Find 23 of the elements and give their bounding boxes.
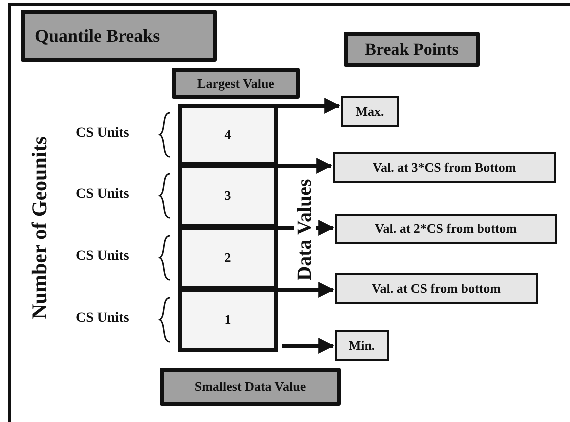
break-point-box: Val. at 3*CS from Bottom [333, 152, 556, 183]
heading-box: Break Points [344, 32, 480, 67]
quantile-box: 1 [178, 288, 278, 352]
quantile-box: 3 [178, 164, 278, 228]
break-point-box: Val. at 2*CS from bottom [335, 214, 557, 244]
break-point-box: Max. [341, 96, 399, 127]
arrow [278, 158, 333, 174]
brace-label: CS Units [76, 311, 130, 327]
axis-label: Number of Geounits [28, 136, 52, 320]
brace-label: CS Units [76, 126, 130, 142]
break-point-box: Val. at CS from bottom [335, 273, 538, 304]
axis-label: Data Values [294, 179, 316, 281]
brace-label: CS Units [76, 249, 130, 265]
title-box: Quantile Breaks [21, 10, 217, 62]
arrow [282, 338, 335, 354]
break-point-box: Min. [335, 330, 389, 361]
heading-box: Largest Value [172, 68, 300, 99]
arrow [278, 282, 335, 298]
quantile-box: 2 [178, 226, 278, 290]
quantile-box: 4 [178, 104, 278, 166]
arrow [278, 98, 341, 114]
brace-label: CS Units [76, 187, 130, 203]
heading-box: Smallest Data Value [160, 368, 341, 406]
